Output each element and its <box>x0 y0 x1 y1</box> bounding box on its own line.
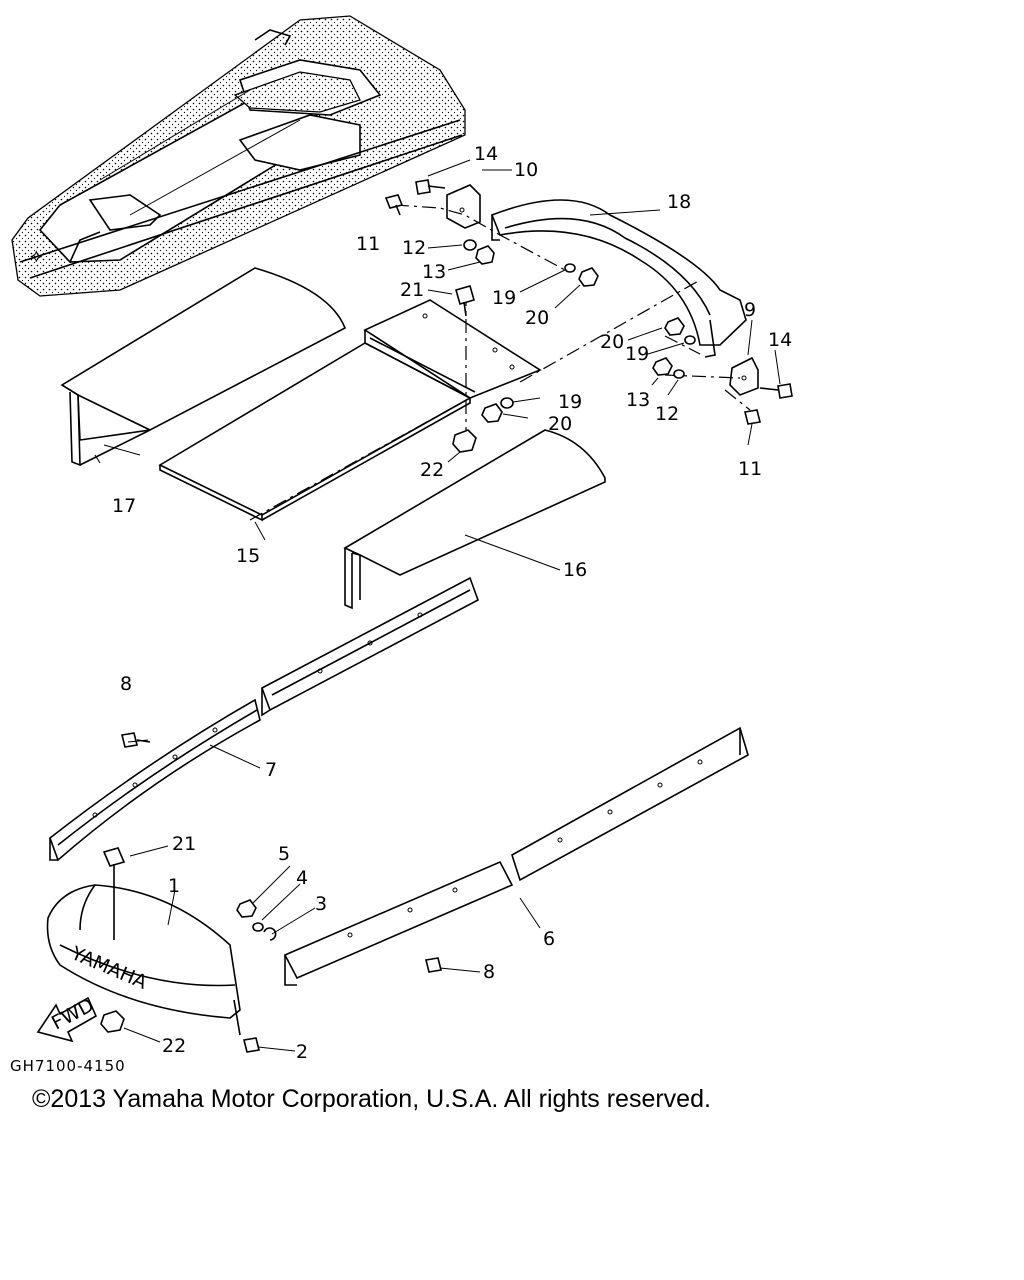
fwd-arrow: FWD <box>36 994 98 1043</box>
callout-12-top: 12 <box>402 237 426 259</box>
callout-13-top: 13 <box>422 261 446 283</box>
callout-13-right: 13 <box>626 389 650 411</box>
callout-labels: 1 2 3 4 5 6 7 8 8 9 10 11 11 12 12 13 13… <box>112 143 792 1063</box>
bracket-9 <box>729 356 759 396</box>
callout-7: 7 <box>265 759 277 781</box>
callout-19-center: 19 <box>558 391 582 413</box>
callout-22-bottom: 22 <box>162 1035 186 1057</box>
callout-20-center: 20 <box>548 413 572 435</box>
yamaha-bow-mark: ⟡ <box>30 245 43 267</box>
leader-lines <box>103 159 781 1052</box>
exploded-parts-diagram: ⟡ <box>11 15 793 1063</box>
hardware <box>384 179 793 453</box>
callout-11-right: 11 <box>738 458 762 480</box>
callout-14-top: 14 <box>474 143 498 165</box>
callout-14-right: 14 <box>768 329 792 351</box>
callout-19-right: 19 <box>625 343 649 365</box>
part-17-side-cover <box>60 267 347 467</box>
callout-21-bottom: 21 <box>172 833 196 855</box>
callout-8-bottom: 8 <box>483 961 495 983</box>
callout-16: 16 <box>563 559 587 581</box>
callout-4: 4 <box>296 867 308 889</box>
callout-9: 9 <box>744 299 756 321</box>
drawing-code: GH7100-4150 <box>10 1057 126 1075</box>
part-15-center-panel <box>158 342 472 522</box>
callout-2: 2 <box>296 1041 308 1063</box>
part-18-rear-rail <box>490 199 747 358</box>
callout-20-top: 20 <box>525 307 549 329</box>
part-1-bow-bumper: YAMAHA <box>46 884 241 1019</box>
callout-10: 10 <box>514 159 538 181</box>
callout-11-top: 11 <box>356 233 380 255</box>
part-6-rub-rail <box>283 726 749 986</box>
copyright-notice: ©2013 Yamaha Motor Corporation, U.S.A. A… <box>32 1085 711 1113</box>
callout-22-center: 22 <box>420 459 444 481</box>
callout-21-top: 21 <box>400 279 424 301</box>
part-16-side-cover <box>343 429 606 610</box>
callout-20-right: 20 <box>600 331 624 353</box>
callout-6: 6 <box>543 928 555 950</box>
callout-12-right: 12 <box>655 403 679 425</box>
callout-1: 1 <box>168 875 180 897</box>
part-15-upper-plate <box>363 299 542 399</box>
bracket-10 <box>446 184 481 229</box>
watercraft-overview: ⟡ <box>11 15 466 297</box>
callout-8-top: 8 <box>120 673 132 695</box>
callout-3: 3 <box>315 893 327 915</box>
callout-15: 15 <box>236 545 260 567</box>
callout-17: 17 <box>112 495 136 517</box>
callout-19-top: 19 <box>492 287 516 309</box>
part-7-strips <box>49 576 479 862</box>
callout-5: 5 <box>278 843 290 865</box>
callout-18: 18 <box>667 191 691 213</box>
bumper-hardware <box>100 732 442 1053</box>
